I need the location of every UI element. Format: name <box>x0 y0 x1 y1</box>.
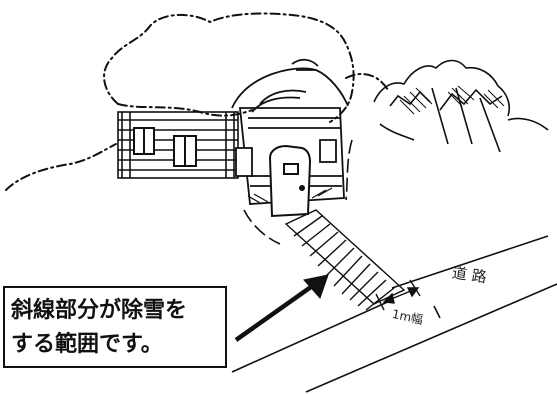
width-indicator <box>375 279 421 311</box>
annex-windows <box>235 139 337 177</box>
callout-box: 斜線部分が除雪を する範囲です。 <box>3 286 227 368</box>
hatched-snow-removal-area <box>284 209 406 311</box>
tree-hatching <box>399 85 505 115</box>
annex-door <box>268 144 312 218</box>
ground-lines <box>243 139 353 245</box>
pointer-arrow <box>234 274 329 342</box>
callout-line-2: する範囲です。 <box>11 332 163 357</box>
road-lines <box>231 235 557 393</box>
cabin-windows <box>133 127 197 167</box>
cabin-shading <box>247 187 333 205</box>
callout-line-1: 斜線部分が除雪を <box>11 298 188 323</box>
snowy-trees <box>373 59 549 153</box>
